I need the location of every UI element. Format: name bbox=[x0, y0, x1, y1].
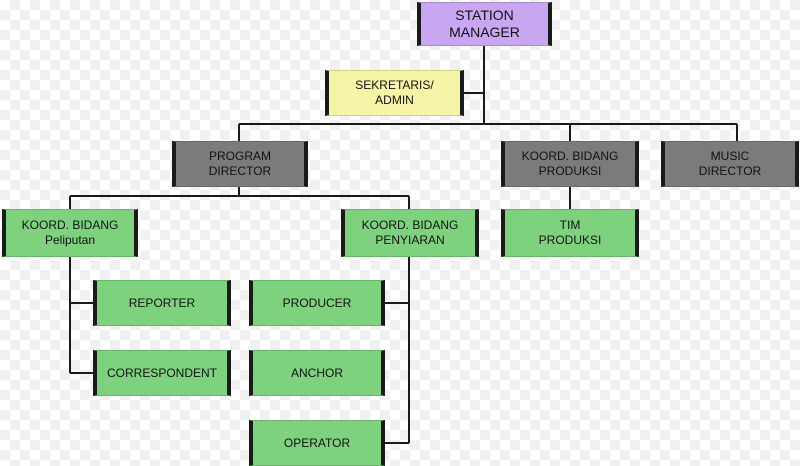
koord-penyiaran-box: KOORD. BIDANG PENYIARAN bbox=[341, 209, 479, 257]
program-director-box: PROGRAM DIRECTOR bbox=[172, 141, 308, 187]
correspondent-box: CORRESPONDENT bbox=[93, 350, 231, 396]
sekretaris-label: SEKRETARIS/ ADMIN bbox=[355, 78, 434, 107]
tim-produksi-label: TIM PRODUKSI bbox=[538, 218, 602, 247]
anchor-label: ANCHOR bbox=[290, 365, 343, 380]
tim-produksi-box: TIM PRODUKSI bbox=[501, 209, 639, 257]
anchor-box: ANCHOR bbox=[249, 350, 385, 396]
producer-box: PRODUCER bbox=[249, 280, 385, 326]
station-manager-box: STATION MANAGER bbox=[417, 2, 552, 46]
station-manager-label: STATION MANAGER bbox=[449, 7, 520, 40]
operator-label: OPERATOR bbox=[283, 435, 351, 450]
music-director-label: MUSIC DIRECTOR bbox=[698, 149, 762, 178]
producer-label: PRODUCER bbox=[282, 295, 352, 310]
koord-peliputan-box: KOORD. BIDANG Peliputan bbox=[2, 209, 138, 257]
koord-produksi-label: KOORD. BIDANG PRODUKSI bbox=[521, 149, 619, 178]
reporter-label: REPORTER bbox=[128, 295, 196, 310]
operator-box: OPERATOR bbox=[249, 420, 385, 466]
correspondent-label: CORRESPONDENT bbox=[106, 365, 217, 380]
music-director-box: MUSIC DIRECTOR bbox=[661, 141, 799, 187]
koord-produksi-box: KOORD. BIDANG PRODUKSI bbox=[501, 141, 639, 187]
koord-peliputan-label: KOORD. BIDANG Peliputan bbox=[21, 218, 119, 247]
koord-penyiaran-label: KOORD. BIDANG PENYIARAN bbox=[361, 218, 459, 247]
reporter-box: REPORTER bbox=[93, 280, 231, 326]
sekretaris-box: SEKRETARIS/ ADMIN bbox=[325, 70, 464, 116]
program-director-label: PROGRAM DIRECTOR bbox=[208, 149, 272, 178]
